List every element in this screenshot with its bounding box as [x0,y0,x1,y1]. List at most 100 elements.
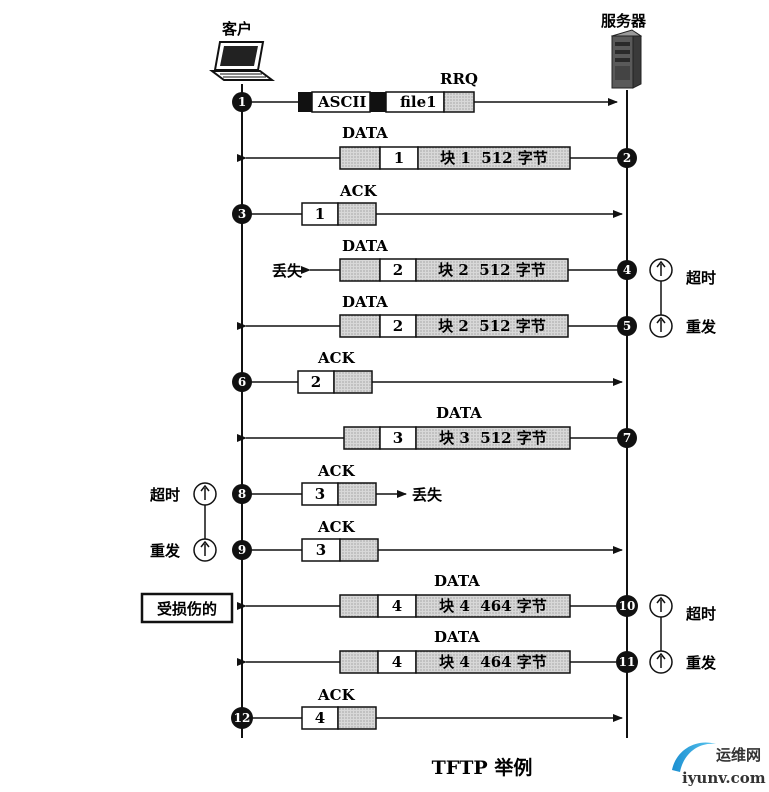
ack-packet-2: ACK 2 [297,349,373,394]
ack-title: ACK [317,686,356,704]
ack-title: ACK [317,518,356,536]
client-header: 客户 [209,20,275,81]
block-payload: 块 4 464 字节 [439,653,547,671]
watermark-swoosh-icon [672,742,716,772]
step-marker-7: 7 [617,428,637,448]
step-marker-2: 2 [617,148,637,168]
timer-icon [649,594,673,618]
block-payload: 块 2 512 字节 [438,261,546,279]
server-label: 服务器 [601,12,647,30]
step-marker-4: 4 [617,260,637,280]
step-number: 11 [619,655,636,669]
step-marker-9: 9 [232,540,252,560]
watermark: 运维网 iyunv.com [672,742,766,787]
message-arrows [237,98,623,722]
block-number: 4 [392,653,402,671]
figure-caption: TFTP 举例 [432,756,533,779]
step-number: 10 [619,599,636,613]
ack-title: ACK [317,349,356,367]
block-payload: 块 2 512 字节 [438,317,546,335]
timeout-label: 超时 [685,605,716,623]
server-tower-icon [610,29,643,89]
lost-label: 丢失 [412,486,443,504]
step-marker-10: 10 [616,595,638,617]
data-title: DATA [342,124,388,142]
ack-title: ACK [317,462,356,480]
watermark-url: iyunv.com [682,769,766,787]
server-header: 服务器 [601,12,647,89]
step-number: 1 [238,95,246,109]
data-packet-2-lost: DATA 2 块 2 512 字节 丢失 [272,237,569,282]
ack-packet-1: ACK 1 [301,182,378,226]
ack-title: ACK [339,182,378,200]
block-payload: 块 4 464 字节 [439,597,547,615]
step-number: 8 [238,487,246,501]
block-payload: 块 3 512 字节 [439,429,547,447]
step-marker-5: 5 [617,316,637,336]
step-number: 9 [238,543,246,557]
ack-packet-4: ACK 4 [301,686,377,730]
step-number: 12 [234,711,251,725]
block-number: 1 [315,205,325,223]
block-number: 3 [315,485,325,503]
timer-icon [193,482,217,506]
step-marker-3: 3 [232,204,252,224]
timeout-label: 超时 [685,269,716,287]
step-number: 5 [623,319,631,333]
watermark-cn: 运维网 [716,746,761,764]
block-number: 2 [393,261,403,279]
corrupted-box: 受损伤的 [140,592,234,624]
timer-icon [649,258,673,282]
rrq-filename: file1 [400,93,437,111]
data-title: DATA [342,237,388,255]
lost-label: 丢失 [272,262,303,280]
ack-packet-3-retransmit: ACK 3 [301,518,379,562]
timer-icon [193,538,217,562]
timeout-label: 超时 [149,486,180,504]
retransmit-label: 重发 [150,542,181,560]
block-number: 2 [311,373,321,391]
step-marker-1: 1 [232,92,252,112]
timer-group-server-2: 超时 重发 [649,594,717,674]
retransmit-label: 重发 [686,318,717,336]
step-number: 7 [623,431,631,445]
ack-packet-3-lost: ACK 3 丢失 [301,462,443,506]
timer-group-client: 超时 重发 [149,482,217,562]
corrupted-label: 受损伤的 [157,600,217,618]
rrq-packet: RRQ ASCII file1 [298,70,478,113]
step-number: 4 [623,263,631,277]
block-payload: 块 1 512 字节 [440,149,548,167]
step-marker-12: 12 [231,707,253,729]
data-packet-3: DATA 3 块 3 512 字节 [343,404,571,450]
block-number: 4 [315,709,325,727]
step-marker-11: 11 [616,651,638,673]
rrq-title: RRQ [440,70,478,88]
step-number: 2 [623,151,631,165]
client-label: 客户 [221,20,252,38]
retransmit-label: 重发 [686,654,717,672]
block-number: 3 [393,429,403,447]
data-packet-4-retransmit: DATA 4 块 4 464 字节 [339,628,571,674]
step-marker-6: 6 [232,372,252,392]
step-marker-8: 8 [232,484,252,504]
block-number: 3 [316,541,326,559]
data-title: DATA [342,293,388,311]
step-number: 3 [238,207,246,221]
block-number: 4 [392,597,402,615]
rrq-mode: ASCII [317,93,366,111]
step-number: 6 [238,375,246,389]
step-markers: 1 2 3 4 5 6 7 8 9 10 11 12 [231,92,638,729]
timer-icon [649,650,673,674]
block-number: 1 [394,149,404,167]
laptop-icon [209,41,275,81]
timer-group-server-1: 超时 重发 [649,258,717,338]
data-packet-4-corrupted: DATA 4 块 4 464 字节 [339,572,571,618]
data-packet-2-retransmit: DATA 2 块 2 512 字节 [339,293,569,338]
data-packet-1: DATA 1 块 1 512 字节 [339,124,571,170]
timer-icon [649,314,673,338]
data-title: DATA [434,628,480,646]
block-number: 2 [393,317,403,335]
data-title: DATA [436,404,482,422]
data-title: DATA [434,572,480,590]
